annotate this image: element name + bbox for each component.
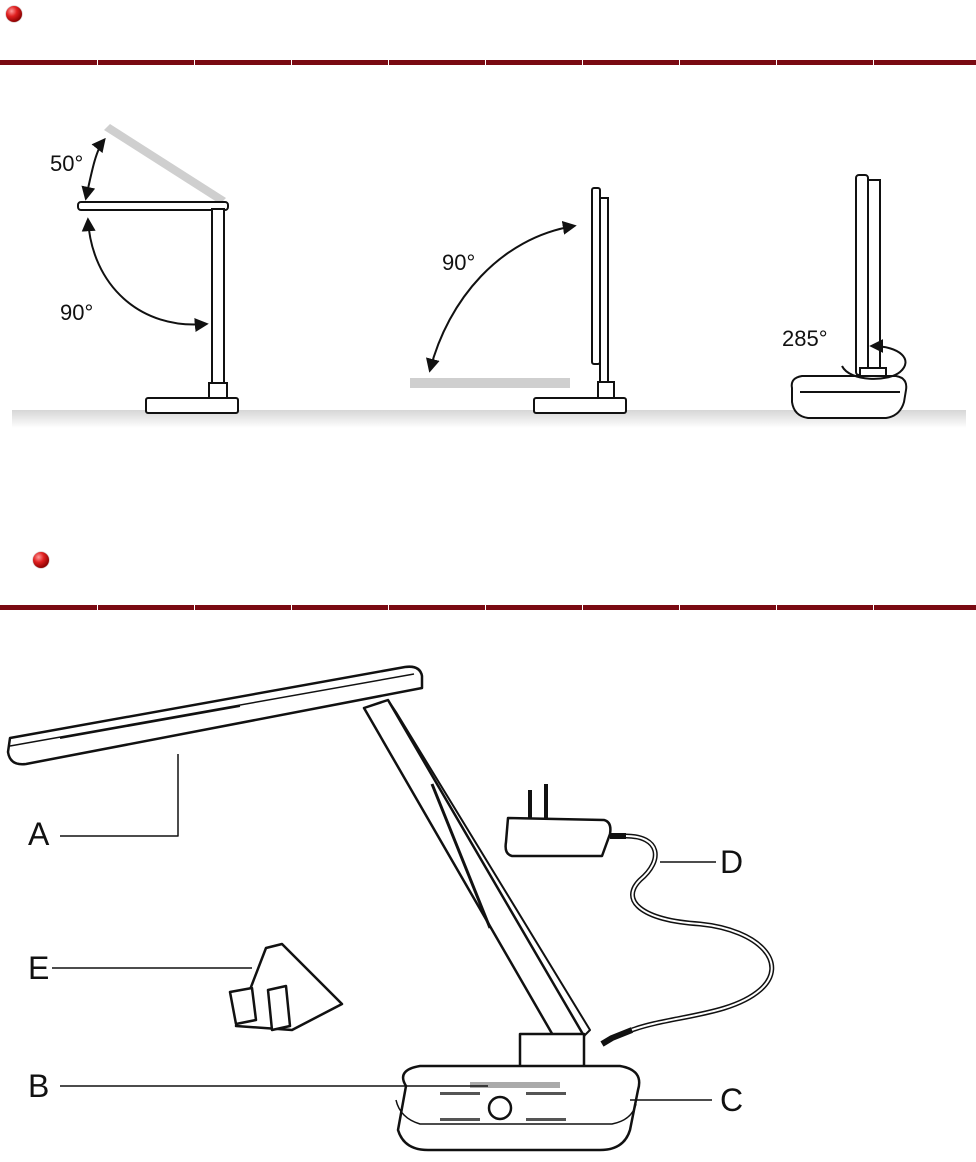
- dimmer-knob: [489, 1097, 511, 1119]
- ghost-head: [104, 124, 226, 204]
- lamp-base: [146, 398, 238, 413]
- power-cord: [626, 836, 772, 1030]
- lamp-arm: [364, 700, 584, 1044]
- lamp-neck: [598, 382, 614, 398]
- callout-label-d: D: [720, 846, 743, 878]
- lamp-head: [856, 175, 868, 375]
- ghost-folded-head: [410, 378, 570, 388]
- lamp-arm: [600, 198, 608, 382]
- callout-label-a: A: [28, 818, 49, 850]
- angle-label-285: 285°: [782, 328, 828, 350]
- lamp-base: [398, 1066, 639, 1150]
- lamp-tilt-figure: [78, 124, 238, 413]
- lamp-fold-figure: [410, 188, 626, 413]
- lamp-base: [792, 376, 907, 418]
- angle-label-50: 50°: [50, 153, 83, 175]
- section-bullet-icon: [33, 552, 49, 568]
- lamp-neck: [209, 383, 227, 399]
- lamp-adjustment-diagram: [0, 0, 976, 440]
- power-adapter: [506, 818, 611, 856]
- lamp-head: [78, 202, 228, 210]
- lamp-head: [592, 188, 600, 364]
- lamp-arm: [212, 209, 224, 385]
- callout-label-e: E: [28, 952, 49, 984]
- angle-label-90-fold: 90°: [442, 252, 475, 274]
- callout-label-c: C: [720, 1084, 743, 1116]
- lamp-arm: [868, 180, 880, 370]
- lamp-head-panel: [8, 667, 422, 765]
- lamp-parts-diagram: [0, 600, 976, 1160]
- lamp-rotate-figure: [792, 175, 907, 418]
- callout-label-b: B: [28, 1070, 49, 1102]
- lamp-base: [534, 398, 626, 413]
- angle-label-90-arm: 90°: [60, 302, 93, 324]
